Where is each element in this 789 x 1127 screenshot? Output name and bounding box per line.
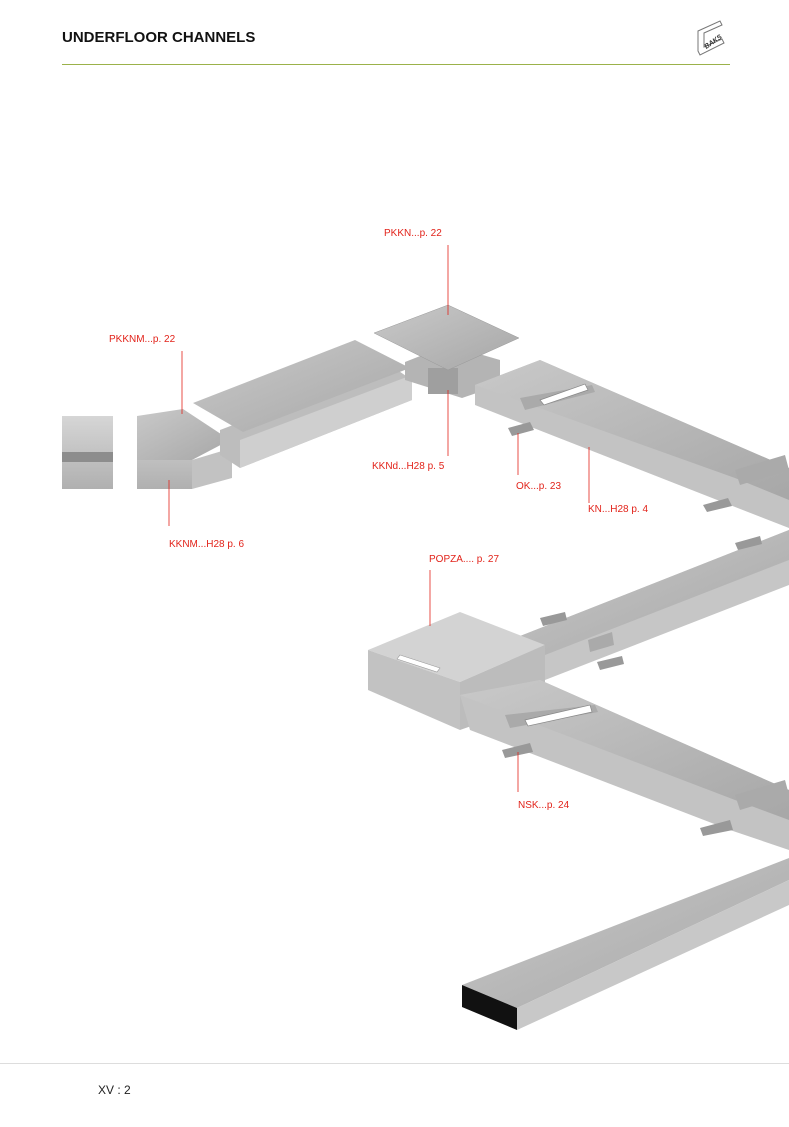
callout-ok: OK...p. 23 (516, 481, 562, 492)
channel-bottom (462, 858, 789, 1030)
callout-leaders (168, 245, 590, 792)
channel-section-left (62, 409, 232, 489)
channel-kn-upper (475, 360, 789, 528)
callout-nsk: NSK...p. 24 (518, 800, 570, 811)
channel-kn-lower (460, 680, 789, 850)
channel-kknm (193, 340, 412, 468)
callout-pkkn: PKKN...p. 22 (384, 228, 442, 239)
callout-kknm: KKNM...H28 p. 6 (169, 539, 245, 550)
page-number: XV : 2 (98, 1083, 131, 1097)
callout-kknd: KKNd...H28 p. 5 (372, 461, 445, 472)
header-divider (62, 64, 730, 65)
page-title: UNDERFLOOR CHANNELS (62, 29, 256, 46)
footer-divider (0, 1063, 789, 1064)
callout-pkknm: PKKNM...p. 22 (109, 334, 176, 345)
callout-kn: KN...H28 p. 4 (588, 504, 649, 515)
channel-kn-middle (510, 530, 789, 680)
baks-logo: BAKS (697, 20, 725, 56)
callout-popza: POPZA.... p. 27 (429, 554, 500, 565)
